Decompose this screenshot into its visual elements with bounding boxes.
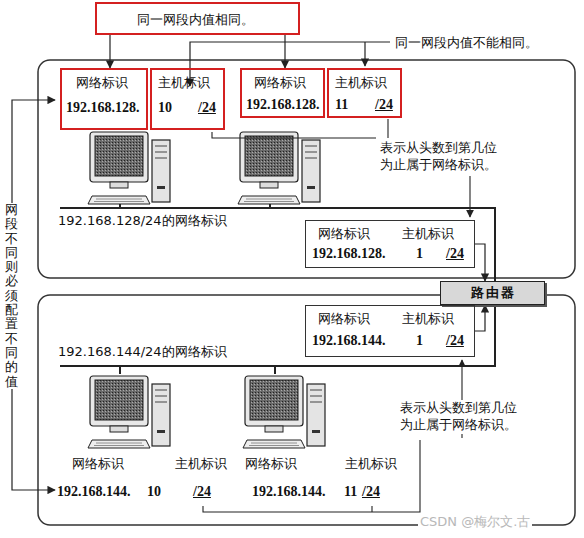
label: 主机标识: [175, 455, 227, 473]
host-id-box: 主机标识 10/24: [150, 68, 225, 130]
node-text: /24: [375, 97, 393, 113]
label: /24: [193, 484, 211, 500]
network-id-box: 网络标识 192.168.128.: [60, 68, 148, 130]
connector: [284, 35, 285, 68]
node-text: 同一网段内值相同。: [137, 11, 254, 29]
computer: [88, 132, 325, 448]
connector: [475, 305, 485, 331]
address-box: 网络标识 主机标识 192.168.128. 1/24: [305, 220, 475, 268]
bus-wire: [60, 208, 495, 366]
node-text: 11: [335, 97, 348, 113]
connector: [109, 35, 110, 68]
network-id-box: 网络标识 192.168.128.: [240, 68, 325, 118]
node-text: 网络标识: [318, 225, 370, 243]
label: 同一网段内值不能相同。: [395, 34, 538, 52]
leader-line: [212, 132, 376, 138]
node-text: 主机标识: [402, 310, 454, 328]
label: 11: [344, 484, 357, 500]
router: 路由器: [440, 281, 545, 305]
label: 网络标识: [245, 455, 297, 473]
node-text: 192.168.128.: [312, 246, 386, 262]
node-text: 1: [416, 246, 423, 262]
address-box: 网络标识 主机标识 192.168.144. 1/24: [305, 305, 475, 357]
node-text: 主机标识: [402, 225, 454, 243]
node-text: 192.168.128/24的网络标识: [58, 212, 227, 230]
node-text: 网络标识: [254, 74, 306, 92]
callout-box: 同一网段内值相同。: [95, 2, 300, 35]
label: 192.168.144.: [252, 484, 326, 500]
node-text: 主机标识: [158, 74, 210, 92]
node-text: 路由器: [471, 284, 516, 302]
label: 10: [147, 484, 161, 500]
label: 网络标识: [72, 455, 124, 473]
annotation: 表示从头数到第几位为止属于网络标识。: [380, 140, 502, 174]
leader-line: [371, 506, 372, 512]
leader-line: [469, 176, 470, 217]
watermark: CSDN @梅尔文.古: [418, 513, 532, 531]
node-text: 10: [158, 100, 172, 116]
label: /24: [362, 484, 380, 500]
node-text: /24: [446, 246, 464, 262]
connector: [475, 244, 485, 281]
bracket-line: [12, 100, 55, 490]
node-text: 主机标识: [335, 74, 387, 92]
leader-line: [387, 119, 388, 138]
node-text: 1: [416, 333, 423, 349]
label: 192.168.144.: [57, 484, 131, 500]
label: 主机标识: [345, 455, 397, 473]
host-id-box: 主机标识 11/24: [327, 68, 402, 118]
node-text: 192.168.144/24的网络标识: [58, 343, 227, 361]
annotation: 表示从头数到第几位为止属于网络标识。: [400, 400, 522, 434]
node-text: /24: [198, 100, 216, 116]
node-text: 192.168.128.: [246, 97, 320, 113]
node-text: 网络标识: [76, 74, 128, 92]
node-text: 网络标识: [318, 310, 370, 328]
leader-line: [364, 42, 365, 66]
node-text: 192.168.128.: [66, 100, 140, 116]
annotation: 网段不同则必须配置不同的值: [5, 203, 18, 389]
leader-line: [203, 440, 420, 512]
node-text: /24: [446, 333, 464, 349]
node-text: 192.168.144.: [312, 333, 386, 349]
